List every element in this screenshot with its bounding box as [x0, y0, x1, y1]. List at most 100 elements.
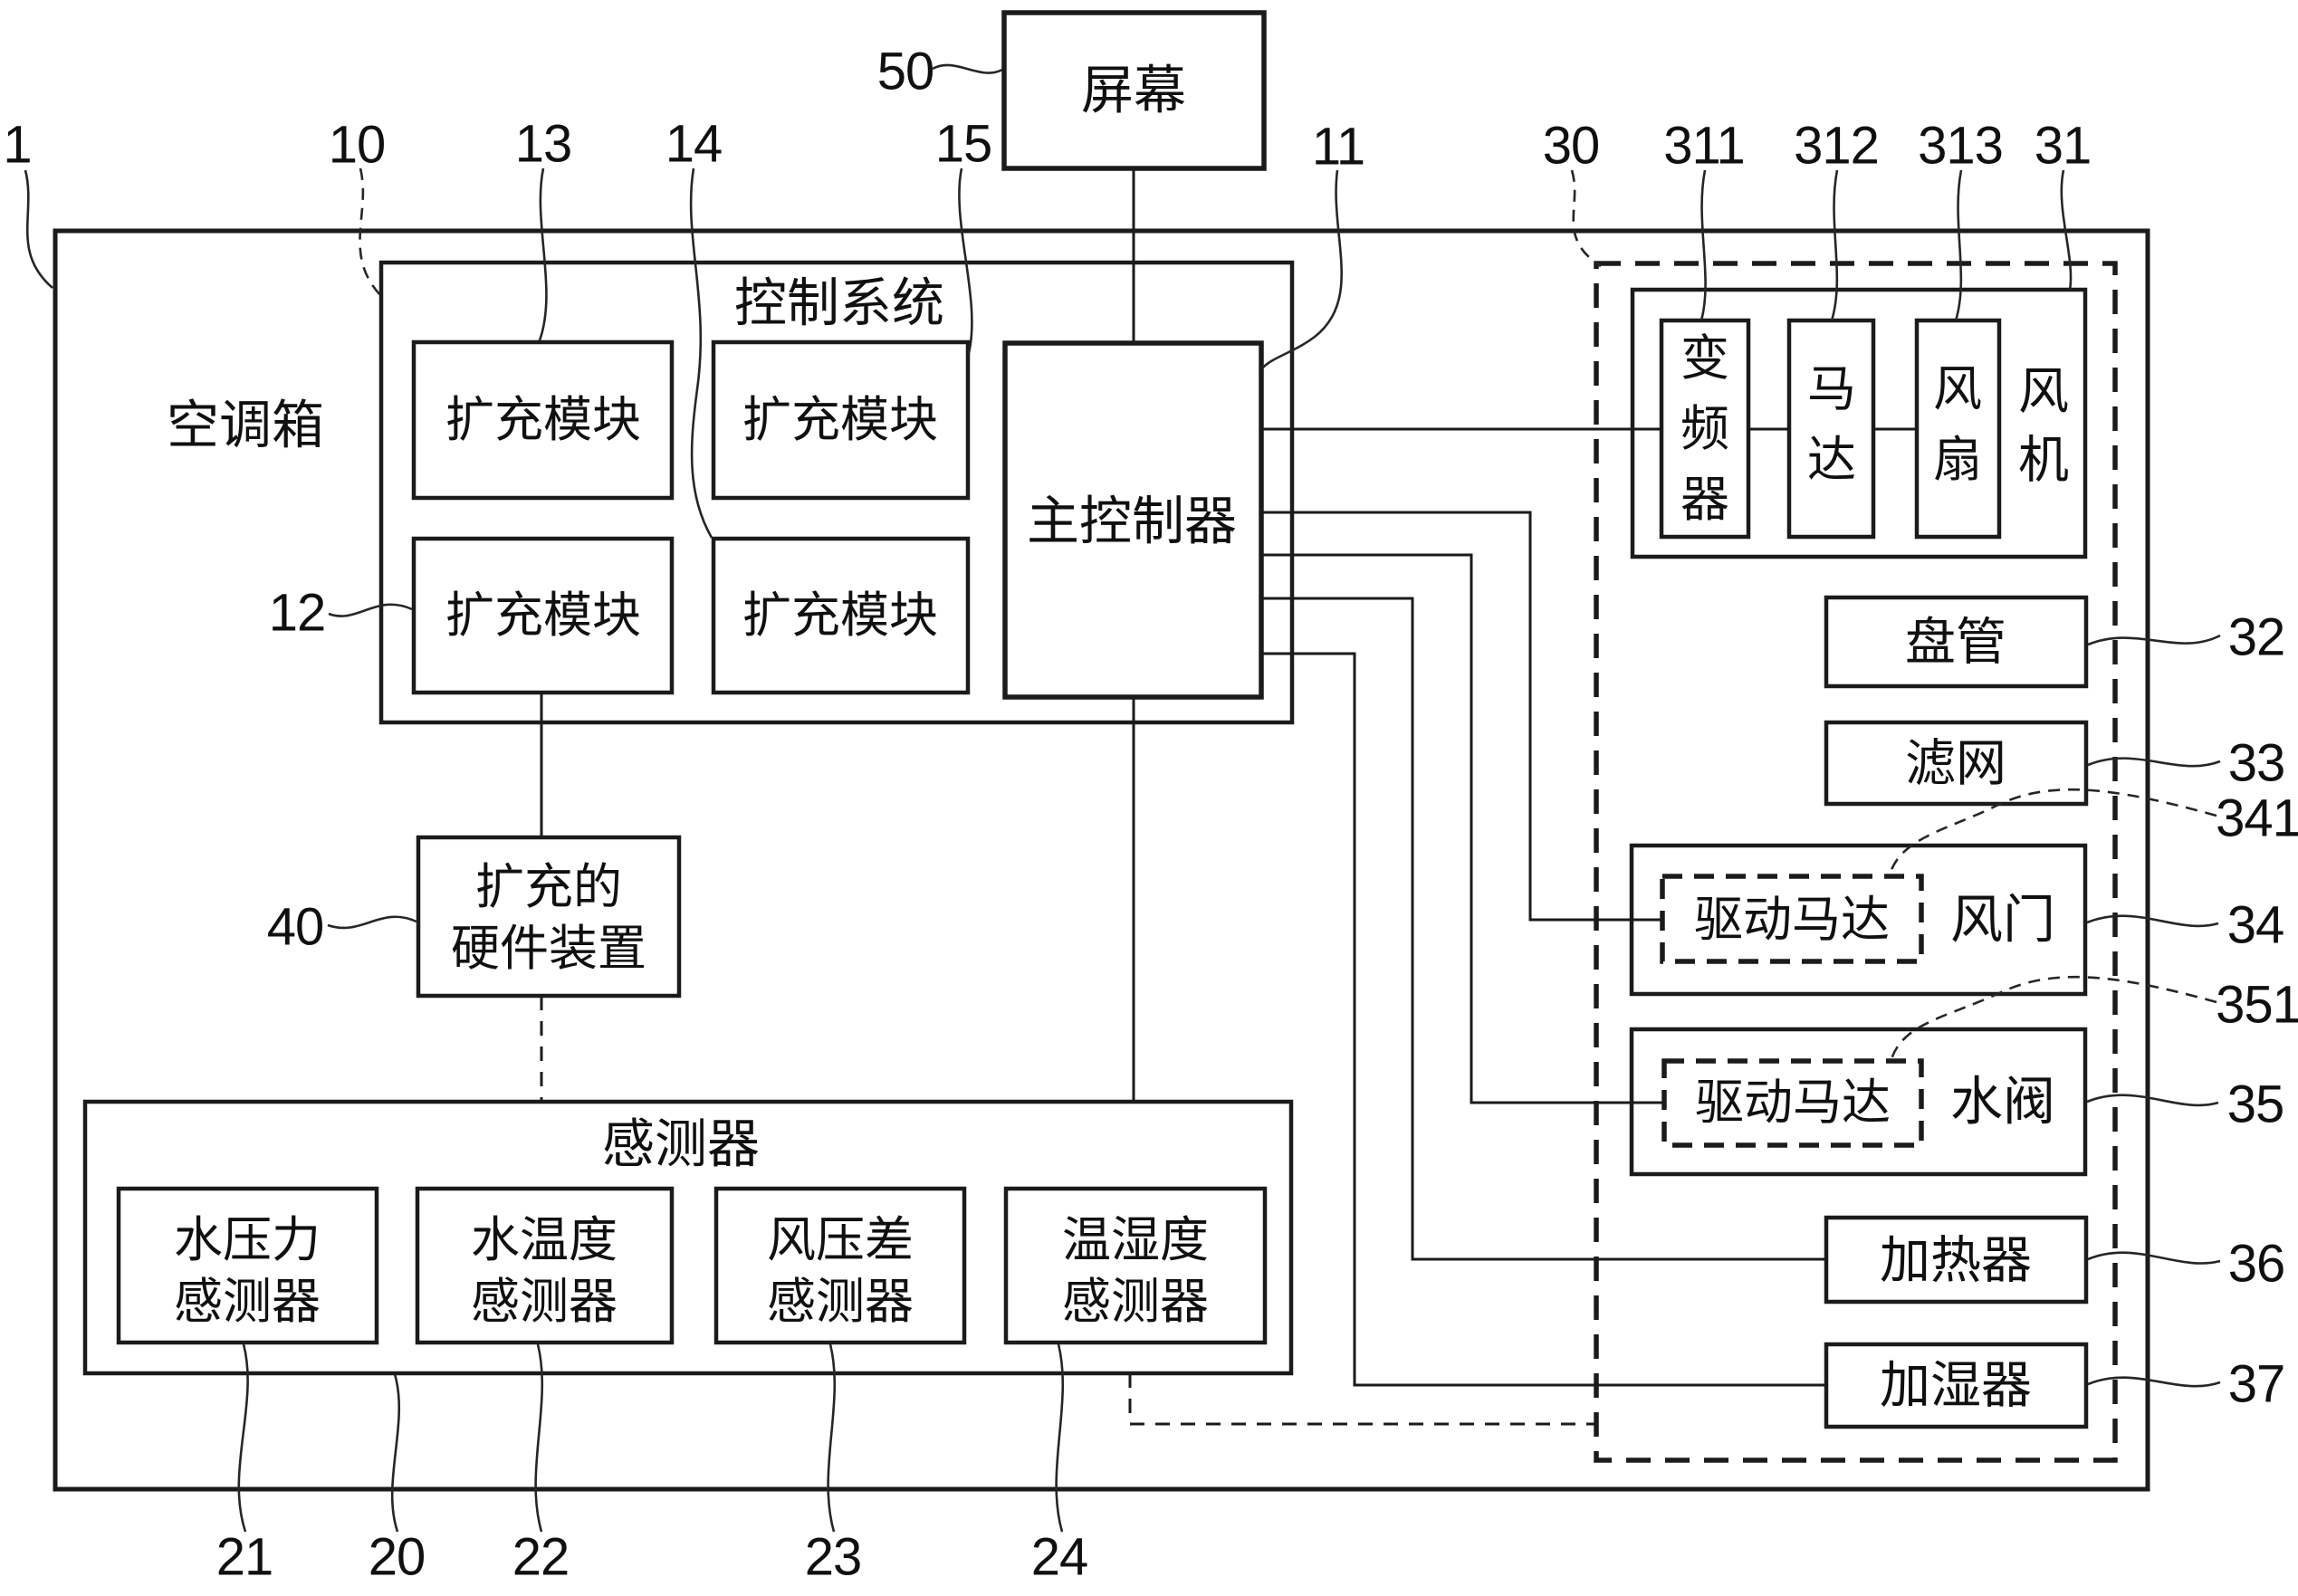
ref-23: 23	[805, 1528, 862, 1587]
expansion-module-box-15	[711, 339, 971, 501]
expansion-module-label-12: 扩充模块	[445, 588, 641, 643]
water-valve-label: 水阀	[1950, 1073, 2055, 1132]
ref-33: 33	[2228, 734, 2285, 793]
ref-31: 31	[2035, 117, 2092, 176]
coil-label: 盘管	[1905, 614, 2006, 671]
fan-unit-char2: 机	[2018, 432, 2069, 489]
fan-box	[1914, 318, 2002, 540]
coil-box	[1824, 595, 2089, 689]
fan-char2: 扇	[1933, 433, 1982, 487]
leader-37	[2087, 1376, 2221, 1388]
ref-1: 1	[3, 116, 31, 175]
temp-humidity-sensor-line1: 温湿度	[1062, 1213, 1209, 1267]
expansion-module-label-14: 扩充模块	[742, 588, 938, 643]
ref-50: 50	[877, 43, 934, 101]
expanded-hardware-label-line1: 扩充的	[475, 860, 622, 914]
ref-40: 40	[267, 898, 324, 957]
connector-controller-humidifier	[1261, 652, 1826, 1387]
leader-311	[1700, 169, 1707, 321]
ref-21: 21	[216, 1528, 273, 1587]
water-pressure-sensor-line1: 水压力	[174, 1213, 321, 1267]
air-pressure-sensor-box	[713, 1186, 967, 1345]
valve-drive-motor-label: 驱动马达	[1695, 1075, 1891, 1130]
connector-sensors-airhandling-dashed	[1128, 1373, 1596, 1426]
ref-30: 30	[1543, 117, 1600, 176]
air-handler-outer-box	[53, 228, 2150, 1492]
ref-313: 313	[1918, 117, 2003, 176]
ref-311: 311	[1663, 117, 1744, 176]
ref-37: 37	[2228, 1355, 2285, 1414]
leader-15	[958, 167, 973, 354]
expanded-hardware-label-line2: 硬件装置	[451, 922, 646, 976]
ref-22: 22	[512, 1528, 570, 1587]
inverter-char2: 频	[1680, 402, 1729, 456]
leader-31	[2060, 169, 2073, 291]
expansion-module-box-14	[711, 536, 971, 695]
leader-11	[1261, 169, 1343, 369]
temp-humidity-sensor-line2: 感测器	[1062, 1275, 1209, 1329]
fan-char1: 风	[1933, 362, 1982, 416]
leader-21	[237, 1343, 249, 1533]
ref-11: 11	[1312, 118, 1364, 177]
leader-40	[327, 915, 417, 930]
expanded-hardware-box	[416, 835, 682, 999]
leader-33	[2087, 757, 2221, 768]
leader-23	[827, 1343, 837, 1533]
ref-351: 351	[2216, 976, 2298, 1035]
ref-34: 34	[2227, 896, 2284, 955]
leader-312	[1830, 169, 1839, 321]
ref-32: 32	[2228, 608, 2285, 667]
air-pressure-sensor-line1: 风压差	[767, 1213, 914, 1267]
ref-15: 15	[935, 115, 992, 174]
damper-label: 风门	[1950, 891, 2055, 950]
leader-20	[390, 1373, 401, 1533]
ref-13: 13	[515, 115, 572, 174]
leader-36	[2087, 1251, 2221, 1265]
ref-20: 20	[369, 1528, 426, 1587]
inverter-char1: 变	[1680, 331, 1729, 386]
main-controller-label: 主控制器	[1027, 492, 1237, 551]
ref-341: 341	[2216, 789, 2298, 848]
leader-22	[534, 1343, 544, 1533]
filter-label: 滤网	[1905, 735, 2006, 792]
leader-12	[328, 603, 413, 617]
leader-13	[538, 167, 548, 341]
leader-14	[689, 167, 713, 539]
ref-10: 10	[329, 116, 386, 175]
water-pressure-sensor-box	[116, 1186, 379, 1345]
filter-box	[1824, 720, 2089, 807]
water-temp-sensor-box	[415, 1186, 675, 1345]
damper-drive-motor-label: 驱动马达	[1694, 893, 1890, 947]
sensor-unit-label: 感测器	[602, 1115, 760, 1174]
water-pressure-sensor-line2: 感测器	[174, 1275, 321, 1329]
leader-10	[359, 167, 381, 296]
ref-312: 312	[1794, 117, 1879, 176]
temp-humidity-sensor-box	[1003, 1186, 1268, 1345]
leader-32	[2087, 634, 2221, 646]
motor-box	[1786, 318, 1876, 540]
fan-unit-char1: 风	[2018, 363, 2069, 420]
control-system-label: 控制系统	[734, 274, 944, 333]
expansion-module-box-13	[411, 339, 675, 501]
heater-label: 加热器	[1880, 1232, 2032, 1289]
leader-24	[1055, 1343, 1065, 1533]
ref-36: 36	[2228, 1235, 2285, 1294]
expansion-module-label-15: 扩充模块	[742, 393, 938, 447]
inverter-char3: 器	[1680, 473, 1729, 527]
water-temp-sensor-line1: 水温度	[471, 1213, 618, 1267]
leader-1	[24, 169, 53, 289]
ref-14: 14	[665, 115, 723, 174]
air-pressure-sensor-line2: 感测器	[767, 1275, 914, 1329]
ref-12: 12	[269, 584, 326, 643]
connector-controller-damper-motor	[1261, 511, 1662, 922]
motor-char2: 达	[1807, 433, 1856, 487]
expansion-module-label-13: 扩充模块	[445, 393, 641, 447]
connector-controller-heater	[1261, 597, 1826, 1261]
humidifier-box	[1824, 1342, 2089, 1429]
damper-drive-motor-box	[1660, 874, 1924, 964]
leader-50	[932, 63, 1003, 74]
air-handler-label: 空调箱	[167, 397, 324, 455]
ref-35: 35	[2227, 1075, 2284, 1134]
